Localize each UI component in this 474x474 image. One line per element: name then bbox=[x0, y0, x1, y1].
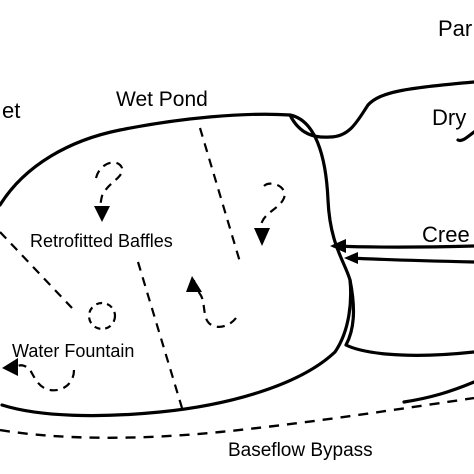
label-par: Par bbox=[438, 16, 472, 41]
creek-inflow-arrow-lower bbox=[344, 252, 358, 264]
label-dry: Dry bbox=[432, 105, 466, 130]
flow-arrowhead-center bbox=[186, 276, 202, 292]
label-wet-pond: Wet Pond bbox=[116, 88, 208, 111]
flow-arrowhead-right bbox=[254, 228, 270, 246]
dry-pond-outline bbox=[288, 80, 474, 139]
outflow-bank bbox=[344, 278, 474, 357]
baffle-upper bbox=[198, 127, 242, 263]
label-et: et bbox=[2, 98, 20, 123]
flow-arrow-top-left bbox=[94, 161, 124, 215]
creek-channel-upper bbox=[332, 244, 474, 249]
label-retrofitted-baffles: Retrofitted Baffles bbox=[30, 231, 173, 251]
label-water-fountain: Water Fountain bbox=[12, 341, 134, 361]
creek-inflow-arrow-upper bbox=[330, 239, 346, 253]
label-creek: Cree bbox=[422, 222, 470, 247]
flow-arrowhead-top-left bbox=[94, 206, 110, 222]
wet-pond-outline bbox=[0, 112, 353, 418]
right-bank-lower bbox=[402, 380, 474, 404]
label-baseflow-bypass: Baseflow Bypass bbox=[228, 440, 373, 461]
flow-arrowhead-bottom-left bbox=[2, 358, 18, 376]
baffle-left bbox=[0, 231, 73, 309]
baseflow-bypass-line bbox=[0, 396, 474, 439]
dry-pond-outline-lower bbox=[456, 130, 474, 143]
baffle-middle bbox=[136, 261, 184, 409]
water-fountain-icon bbox=[87, 301, 117, 331]
flow-arrow-bottom-left bbox=[17, 364, 76, 392]
flow-arrow-center bbox=[192, 279, 237, 328]
creek-channel-lower bbox=[348, 256, 474, 264]
